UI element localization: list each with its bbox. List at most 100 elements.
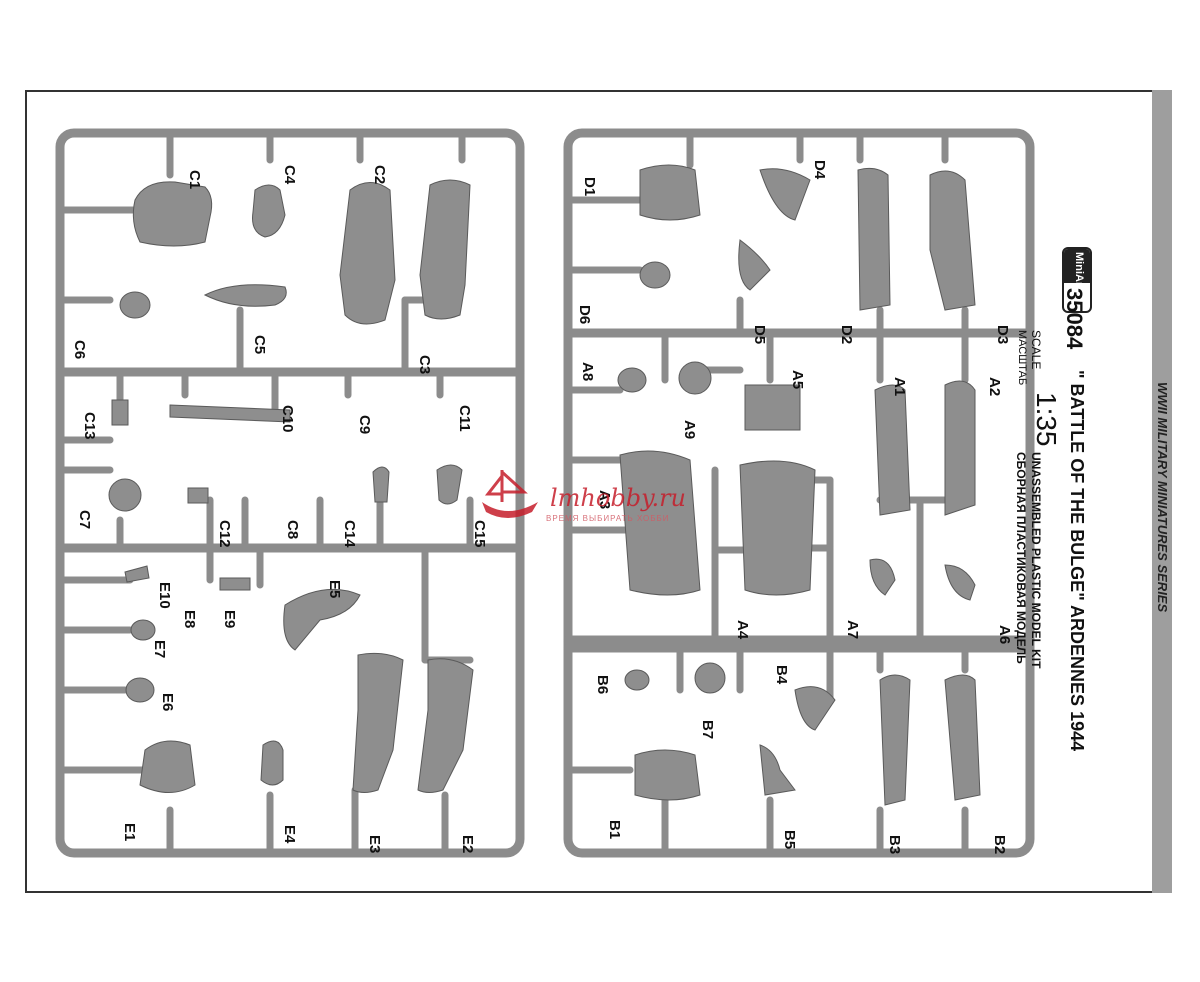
part-label-a6: A6 [996,625,1013,644]
series-strip [1152,90,1172,893]
leg-part [879,674,911,806]
scale-value: 1:35 [1031,392,1062,447]
part-label-a9: A9 [681,420,698,439]
part-label-b7: B7 [699,720,716,739]
gun-part [124,565,150,583]
part-label-c6: C6 [71,340,88,359]
part-label-e3: E3 [366,835,383,853]
part-label-b4: B4 [773,665,790,685]
part-label-e1: E1 [121,823,138,841]
part-label-e5: E5 [326,580,343,598]
leg-part [857,167,891,311]
part-label-e10: E10 [156,582,173,609]
leg-part [417,658,474,793]
part-label-e7: E7 [151,640,168,658]
arm-part [738,239,771,291]
hand-part [624,669,650,691]
leg-part [352,652,404,793]
coat-part [619,450,701,596]
brand-badge [1062,247,1092,313]
part-label-c5: C5 [251,335,268,354]
gun-part [187,487,209,504]
part-label-c7: C7 [76,510,93,529]
coat-part [739,460,816,596]
part-label-a5: A5 [789,370,806,389]
brand-logo-block [1064,249,1090,283]
grip-part [219,577,251,591]
part-label-d5: D5 [751,325,768,344]
part-label-d2: D2 [838,325,855,344]
sprue-frames [55,128,1035,858]
part-label-c13: C13 [81,412,98,440]
part-label-c12: C12 [216,520,233,548]
helmet-part [694,662,726,694]
torso-part [132,181,213,247]
arm-part [759,744,796,796]
arm-part [203,284,287,307]
kit-title: " BATTLE OF THE BULGE" ARDENNES 1944 [1067,370,1087,752]
arm-part [260,740,284,786]
scale-label: SCALE [1029,330,1043,370]
part-label-e2: E2 [459,835,476,853]
part-label-c2: C2 [371,165,388,184]
hand-part [125,677,155,703]
part-label-e8: E8 [181,610,198,628]
part-label-a1: A1 [891,377,908,396]
arm-part [252,184,286,238]
helmet-part [108,478,142,512]
part-label-a8: A8 [579,362,596,381]
pouch-part [111,399,129,426]
parts-layer [108,164,981,806]
kit-number: 35084 [1062,288,1087,350]
boot-part [436,464,463,505]
part-label-c14: C14 [341,520,358,548]
instruction-sheet [25,90,1170,893]
part-label-e4: E4 [281,825,298,844]
part-label-d3: D3 [994,325,1011,344]
torso-part [139,740,196,793]
part-label-c10: C10 [279,405,296,433]
helmet-part [678,361,712,395]
watermark-tagline: ВРЕМЯ ВЫБИРАТЬ ХОББИ [546,514,670,523]
series-title: WWII MILITARY MINIATURES SERIES [1155,382,1170,613]
part-label-b1: B1 [606,820,623,839]
rifle-part [169,404,291,423]
hand-part [130,619,156,641]
leg-part [339,182,396,325]
kit-type: UNASSEMBLED PLASTIC MODEL KIT [1029,452,1043,669]
boot-part [869,558,896,596]
part-label-c15: C15 [471,520,488,548]
part-label-e9: E9 [221,610,238,628]
part-label-a2: A2 [986,377,1003,396]
arm-part [794,686,836,731]
part-label-a7: A7 [844,620,861,639]
part-label-c1: C1 [186,170,203,189]
part-label-b3: B3 [886,835,903,854]
torso-part [744,384,801,431]
torso-part [639,164,701,221]
kit-type-ru: СБОРНАЯ ПЛАСТИКОВАЯ МОДЕЛЬ [1014,452,1028,664]
part-label-c8: C8 [284,520,301,539]
part-label-a3: A3 [596,490,613,509]
part-label-b6: B6 [594,675,611,694]
boot-part [944,564,976,601]
part-label-d1: D1 [581,177,598,196]
leg-part [874,384,911,516]
ship-logo-icon [482,470,538,518]
head-part [119,291,151,319]
part-label-b5: B5 [781,830,798,849]
part-label-c3: C3 [416,355,433,374]
part-label-c9: C9 [356,415,373,434]
head-part [617,367,647,393]
leg-part [944,380,976,516]
part-label-e6: E6 [159,693,176,711]
part-label-a4: A4 [734,620,751,640]
leg-part [929,170,976,311]
leg-part [944,674,981,801]
brand-name: MiniArt [1073,252,1085,290]
part-label-c4: C4 [281,165,298,185]
head-part [639,261,671,289]
leg-part [419,179,471,320]
